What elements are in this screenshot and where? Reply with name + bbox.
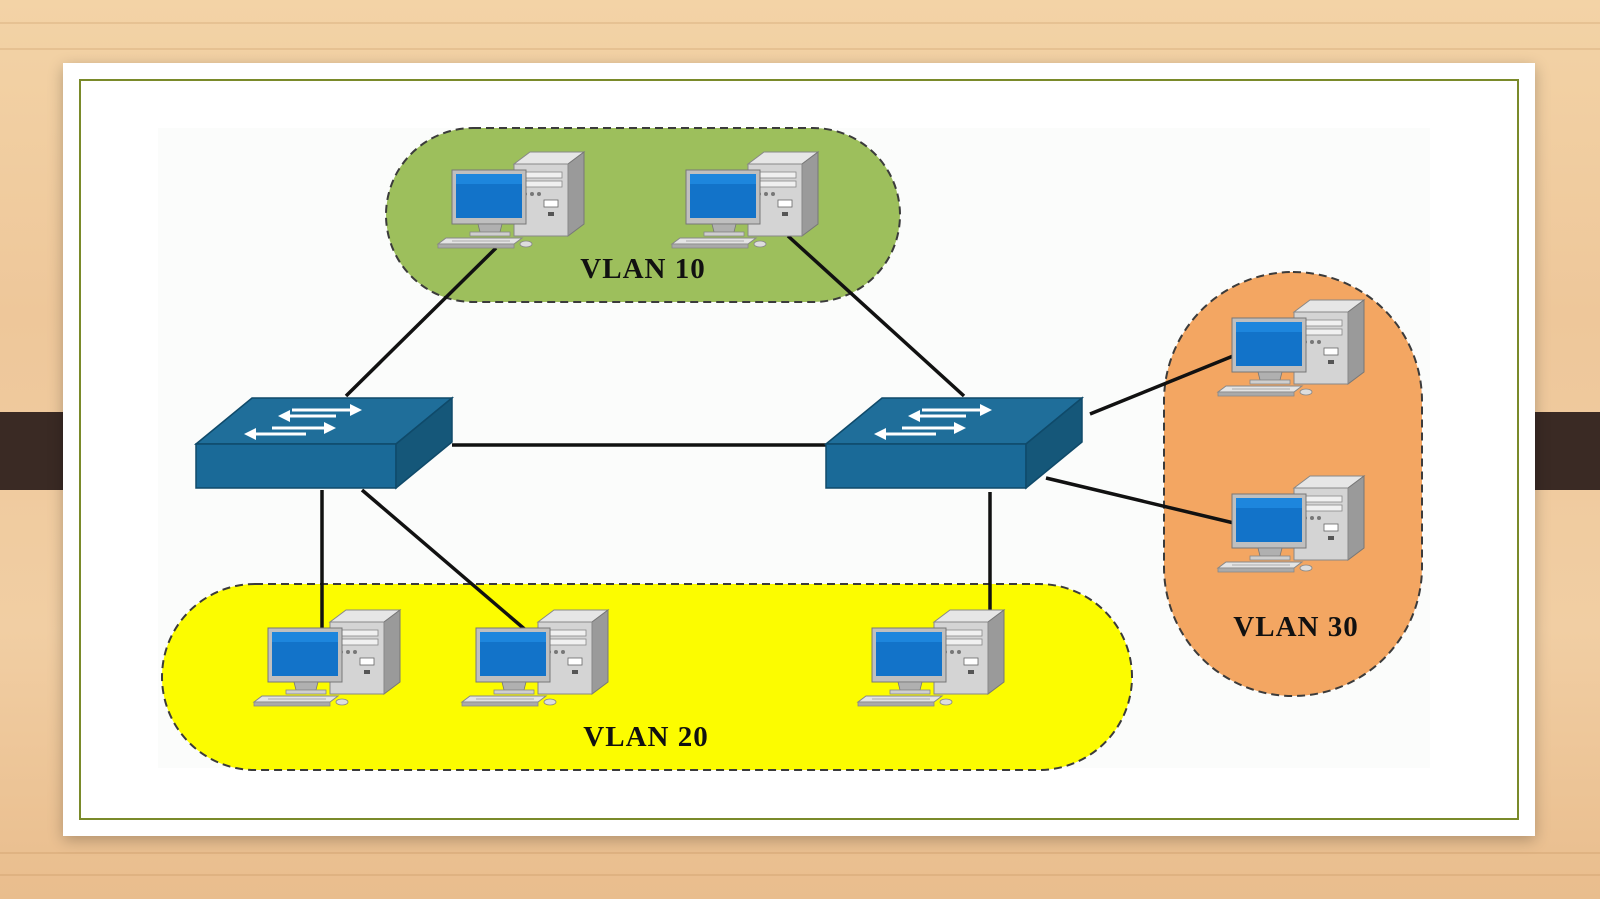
link-switch1-pc20b (360, 488, 530, 634)
link-switch2-pc30a (1089, 352, 1239, 416)
slide-border (79, 79, 1519, 820)
link-switch1-pc10a (344, 246, 498, 398)
vlan20-label: VLAN 20 (583, 721, 708, 753)
network-switch-icon (824, 396, 1084, 490)
network-switch-icon (194, 396, 454, 490)
vlan10-label: VLAN 10 (580, 253, 705, 285)
vlan30-label: VLAN 30 (1233, 611, 1358, 643)
vlan30-zone (1163, 271, 1423, 697)
network-links (320, 234, 1239, 634)
link-switch2-pc30b (1045, 476, 1239, 526)
link-switch2-pc10b (786, 234, 966, 398)
